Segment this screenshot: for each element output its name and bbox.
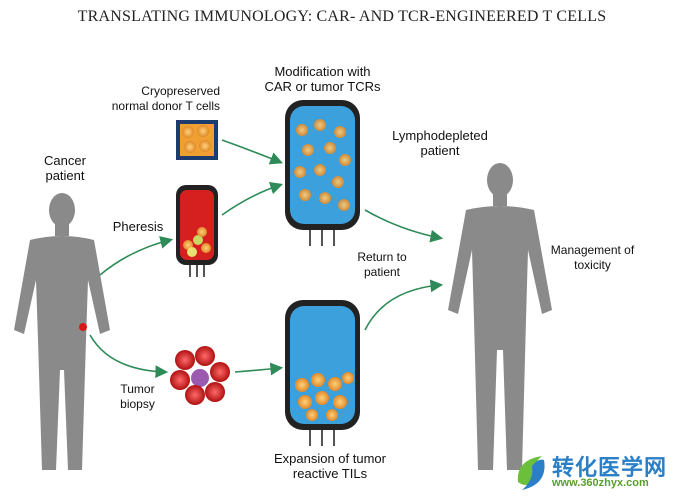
tumor-cluster <box>170 346 230 405</box>
arrow-expansion-to-patient <box>364 279 444 331</box>
expansion-bag <box>285 300 360 446</box>
label-cancer-patient: Cancer patient <box>30 153 100 183</box>
label-line: CAR or tumor TCRs <box>264 79 381 94</box>
arrow-patient-to-pheresis <box>99 236 174 276</box>
cryopreserved-cells-box <box>176 120 218 160</box>
watermark-logo: 转化医学网 www.360zhyx.com <box>512 450 682 494</box>
label-line: patient <box>45 168 85 183</box>
label-line: Tumor <box>120 382 155 396</box>
pheresis-bag <box>176 185 218 277</box>
lymphodepleted-patient-silhouette <box>448 163 552 470</box>
arrow-pheresis-to-modification <box>221 181 284 216</box>
label-pheresis: Pheresis <box>112 219 164 234</box>
label-line: Return to <box>357 250 407 264</box>
label-line: Lymphodepleted <box>392 128 488 143</box>
label-line: Expansion of tumor <box>273 451 386 466</box>
label-tumor-biopsy: Tumor biopsy <box>110 382 165 412</box>
label-line: toxicity <box>574 258 611 272</box>
modification-bag <box>285 100 360 246</box>
label-modification: Modification with CAR or tumor TCRs <box>255 64 390 94</box>
logo-leaf-icon <box>517 456 545 490</box>
arrow-patient-to-tumor <box>89 334 169 379</box>
label-expansion: Expansion of tumor reactive TILs <box>265 451 395 481</box>
label-cryopreserved: Cryopreserved normal donor T cells <box>100 84 220 114</box>
logo-name: 转化医学网 <box>552 455 668 480</box>
tumor-site-marker <box>79 323 87 331</box>
arrow-cryo-to-modification <box>221 139 283 165</box>
label-return: Return to patient <box>352 250 412 280</box>
cancer-patient-silhouette <box>14 193 110 470</box>
label-line: normal donor T cells <box>111 99 220 113</box>
label-line: biopsy <box>120 397 155 411</box>
arrow-tumor-to-expansion <box>234 362 284 376</box>
label-line: patient <box>420 143 460 158</box>
flow-arrows <box>89 139 444 379</box>
label-line: Cancer <box>44 153 86 168</box>
diagram-title: TRANSLATING IMMUNOLOGY: CAR- AND TCR-ENG… <box>77 8 607 25</box>
label-line: Modification with <box>274 64 371 79</box>
label-line: reactive TILs <box>292 466 368 481</box>
logo-url: www.360zhyx.com <box>552 477 649 489</box>
label-line: Management of <box>550 243 635 257</box>
label-line: patient <box>363 265 401 279</box>
label-management: Management of toxicity <box>540 243 645 273</box>
label-line: Cryopreserved <box>141 84 220 98</box>
arrow-modification-to-patient <box>364 209 444 243</box>
label-lymphodepleted: Lymphodepleted patient <box>385 128 495 158</box>
